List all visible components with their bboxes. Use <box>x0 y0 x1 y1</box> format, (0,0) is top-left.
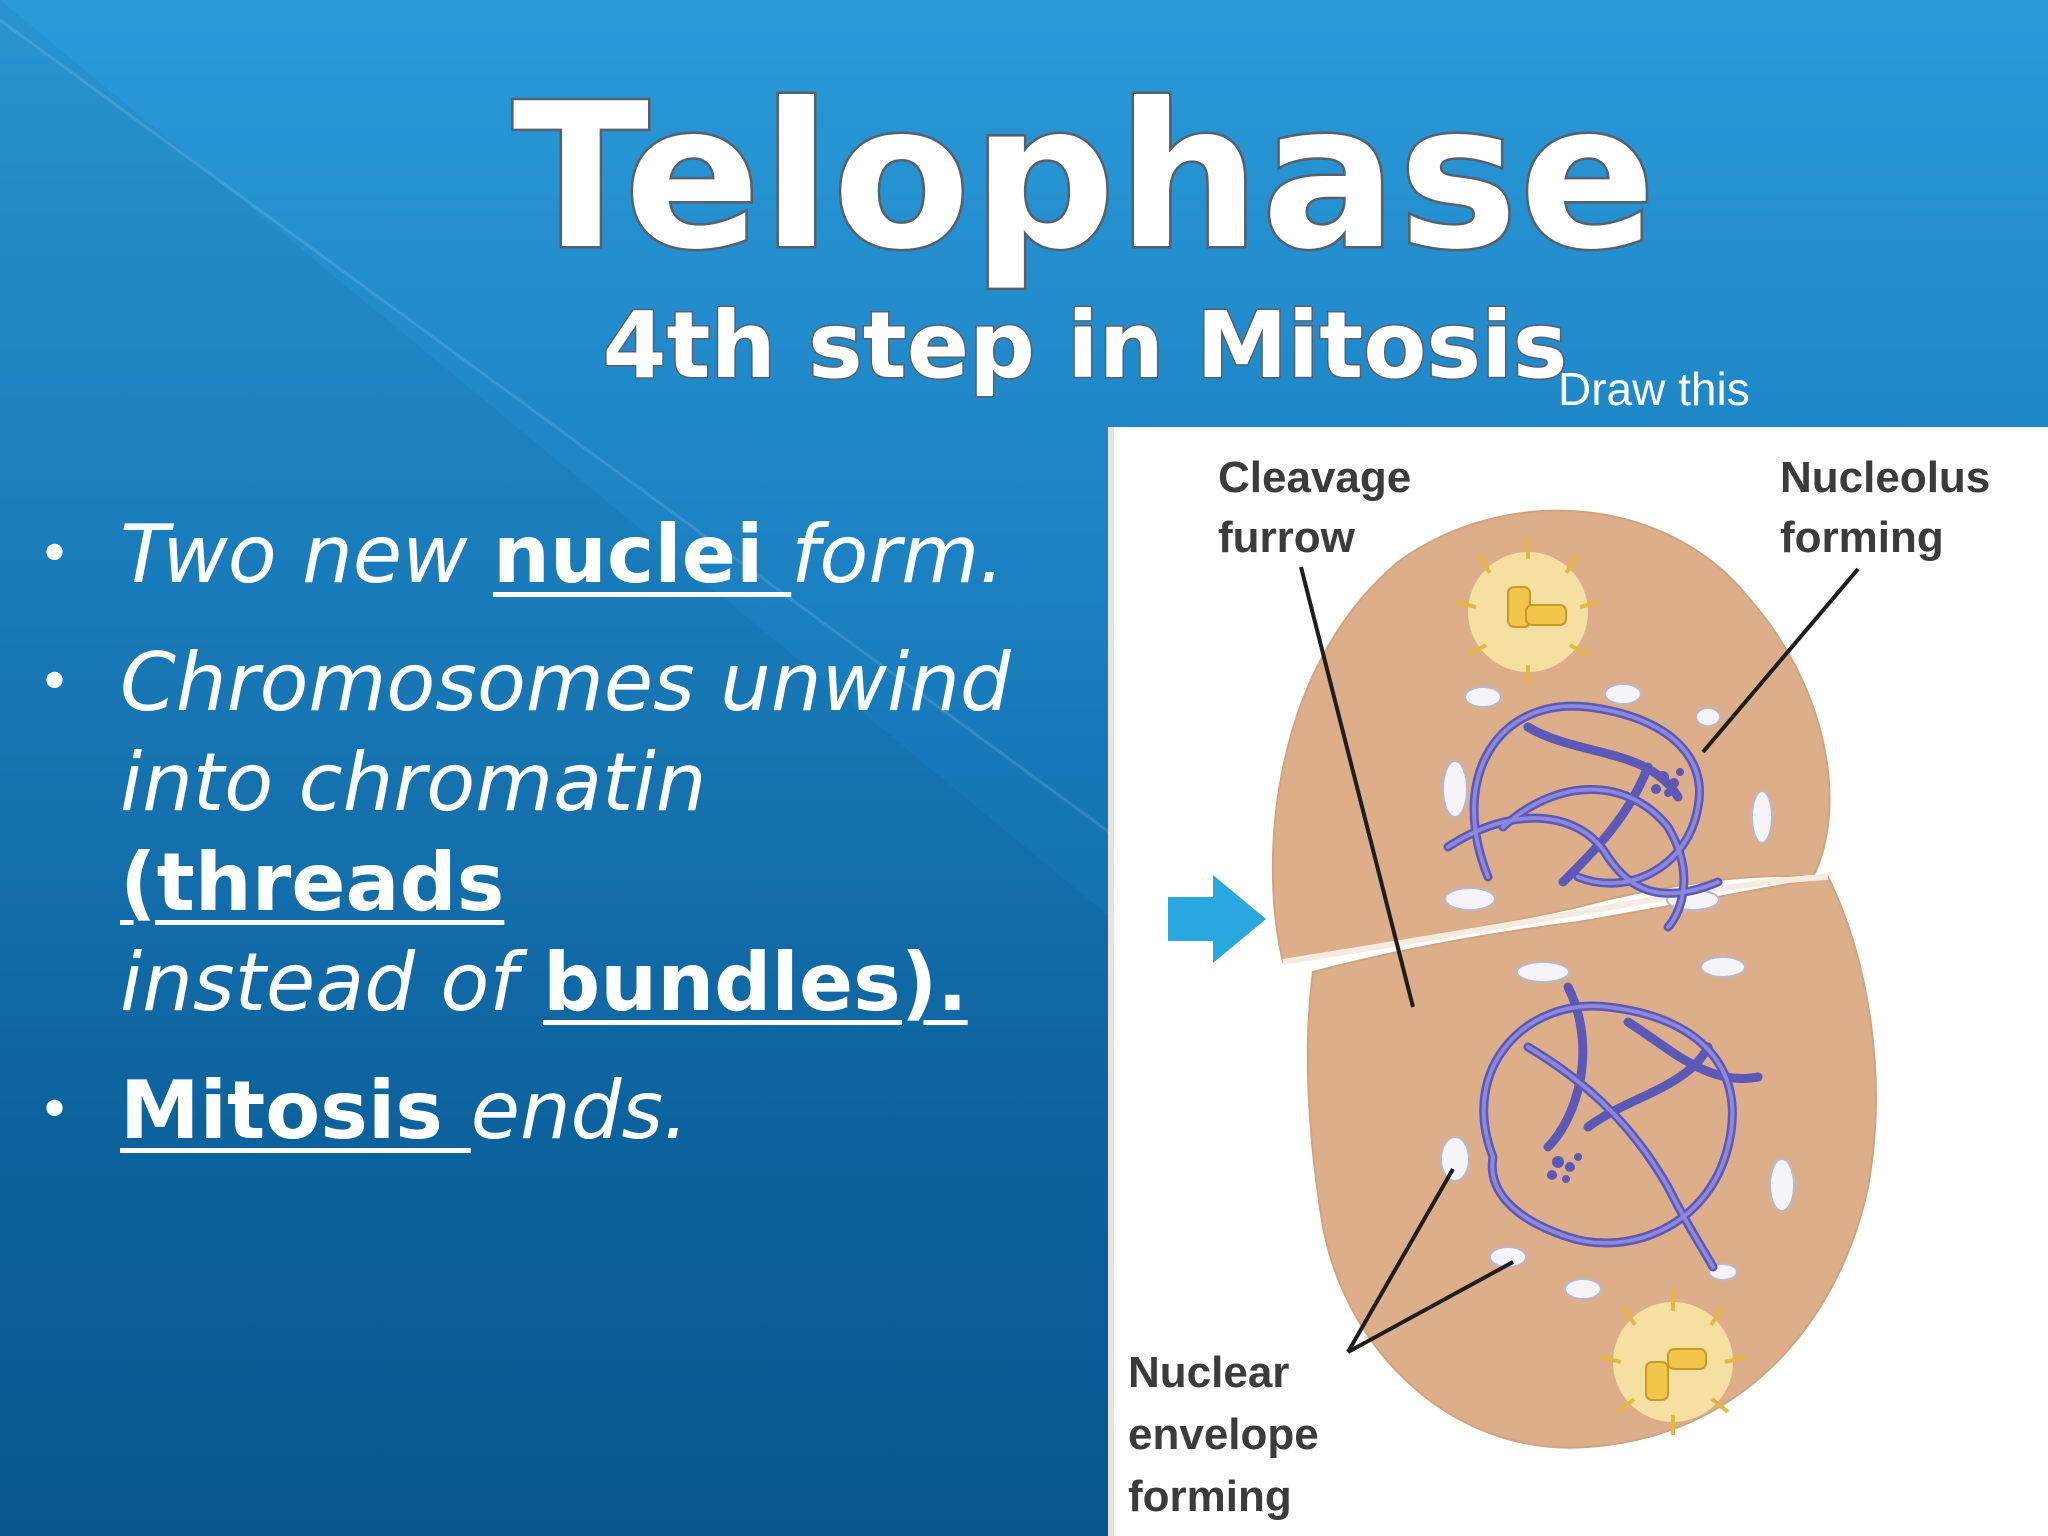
leader-lines <box>1299 566 1860 1354</box>
bullet-text: Chromosomes unwind into chromatin <box>120 636 1011 829</box>
top-nucleolus <box>1651 768 1684 797</box>
slide-title: Telophase <box>510 61 1658 294</box>
bullet-item: • Two new nuclei form. <box>30 505 1110 605</box>
bullet-text: instead of <box>120 936 543 1029</box>
top-centrosome <box>1455 537 1601 685</box>
slide-subtitle: 4th step in Mitosis <box>601 292 1569 399</box>
label-envelope: envelope <box>1128 1410 1319 1459</box>
bullet-keyword: (threads <box>120 836 505 929</box>
bullet-list: • Two new nuclei form. • Chromosomes unw… <box>30 505 1110 1189</box>
draw-note: Draw this <box>1558 363 1750 415</box>
label-nucleolus: Nucleolus <box>1780 453 1990 502</box>
bottom-centrosome <box>1600 1289 1746 1435</box>
bullet-text: Two new <box>120 508 493 601</box>
label-cleavage: Cleavage <box>1218 453 1411 502</box>
label-furrow: furrow <box>1218 513 1356 562</box>
bullet-keyword: nuclei <box>492 508 792 601</box>
bullet-dot: • <box>38 1078 72 1143</box>
telophase-illustration: Cleavage furrow Nucleolus forming Nuclea… <box>1108 427 1990 1536</box>
label-nuclear: Nuclear <box>1128 1348 1289 1397</box>
bullet-item: • Mitosis ends. <box>30 1061 1110 1161</box>
bullet-text: ends. <box>470 1064 689 1157</box>
label-forming-top: forming <box>1780 513 1944 562</box>
bullet-keyword: bundles). <box>542 936 968 1029</box>
bottom-nucleolus <box>1547 1153 1582 1183</box>
bullet-dot: • <box>38 650 72 715</box>
arrow-icon <box>1168 875 1266 963</box>
telophase-diagram: Cleavage furrow Nucleolus forming Nuclea… <box>1108 427 2048 1536</box>
label-forming-bottom: forming <box>1128 1472 1292 1521</box>
bullet-keyword: Mitosis <box>120 1064 471 1157</box>
bottom-daughter-cell <box>1306 875 1877 1449</box>
bottom-envelope-fragments <box>1440 956 1795 1300</box>
bullet-dot: • <box>38 522 72 587</box>
bullet-item: • Chromosomes unwind into chromatin (thr… <box>30 633 1110 1033</box>
bullet-text: form. <box>791 508 1005 601</box>
